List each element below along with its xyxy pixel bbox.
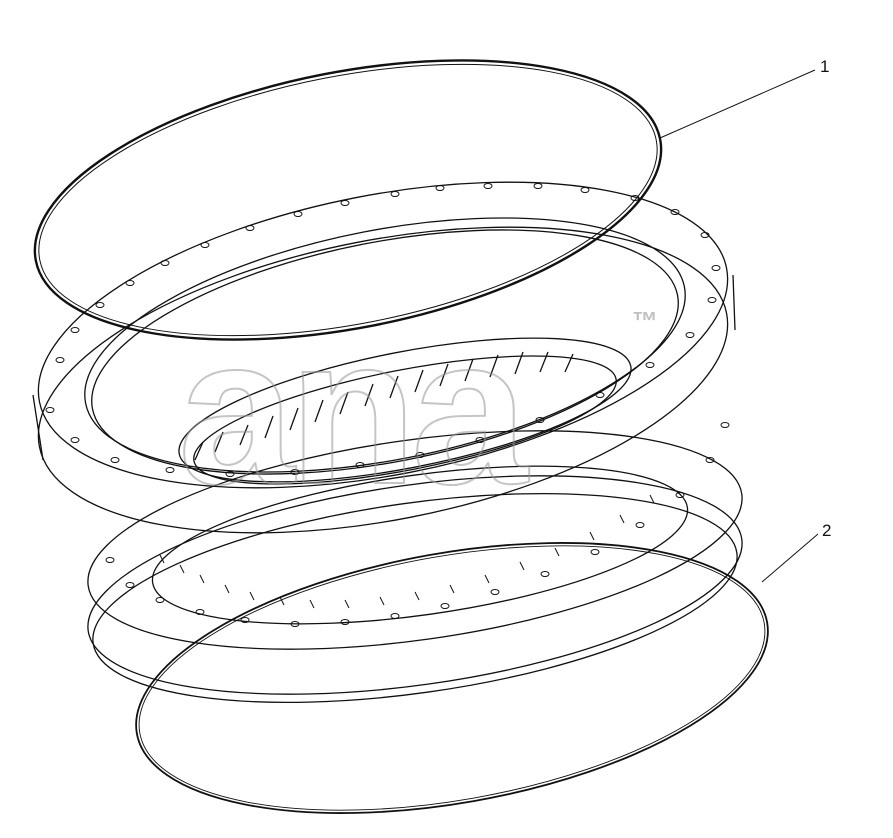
callout-label-2: 2 — [822, 521, 832, 540]
leader-line-1 — [659, 69, 816, 139]
leader-line-2 — [761, 533, 819, 583]
upper-ring-bolt-holes — [45, 183, 721, 477]
internal-gear-teeth — [178, 337, 632, 485]
bottom-seal-ring — [135, 542, 769, 814]
lower-bearing-ring — [87, 422, 743, 704]
lower-ring-bolt-holes — [105, 422, 730, 627]
upper-bearing-ring — [32, 181, 736, 534]
callout-label-1: 1 — [820, 57, 830, 76]
trademark-mark: ™ — [632, 306, 658, 336]
top-seal-ring — [33, 59, 663, 341]
watermark-logo: ana — [177, 293, 529, 528]
